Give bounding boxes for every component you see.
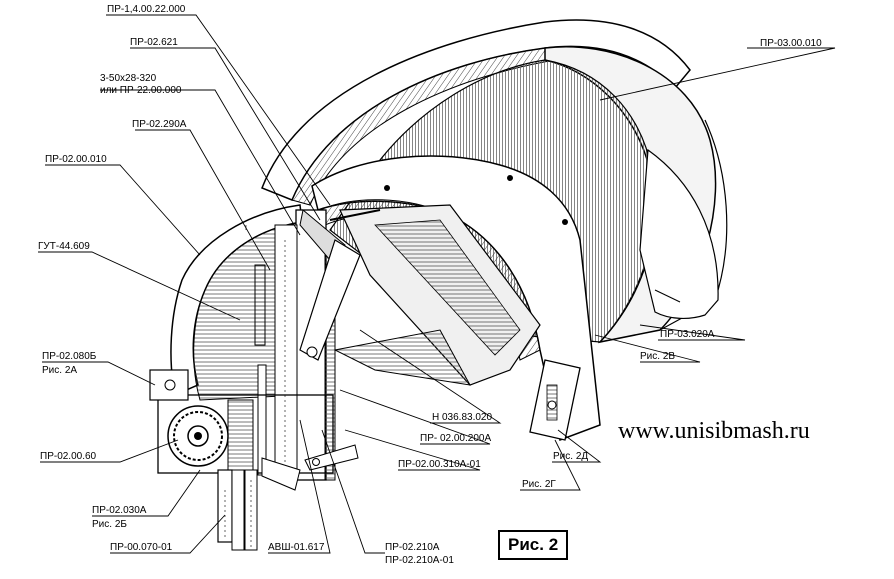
- label-pr-03-00-010: ПР-03.00.010: [760, 38, 822, 49]
- label-bolt-line1: 3-50x28-320: [100, 73, 157, 84]
- label-gut-44-609: ГУТ-44.609: [38, 241, 90, 252]
- label-pr-02-030a: ПР-02.030А: [92, 505, 147, 516]
- hydraulic-cylinders: [299, 209, 381, 361]
- label-pr-02-00-010: ПР-02.00.010: [45, 154, 107, 165]
- label-n-036-83-020: Н 036.83.020: [432, 412, 493, 423]
- right-side-plate: [639, 148, 719, 319]
- label-pr-02-080b: ПР-02.080Б: [42, 351, 97, 362]
- leader-lines: [38, 14, 836, 554]
- inner-chute-block: [333, 204, 541, 386]
- bottom-legs: [217, 457, 301, 551]
- label-ris-2a: Рис. 2А: [42, 365, 78, 376]
- label-avsh-01-617: АВШ-01.617: [268, 542, 325, 553]
- label-pr-1-4-00-22-000: ПР-1,4.00.22.000: [107, 4, 186, 15]
- label-pr-00-070-01: ПР-00.070-01: [110, 542, 173, 553]
- label-pr-02-290a: ПР-02.290А: [132, 119, 187, 130]
- label-pr-02-210a: ПР-02.210А: [385, 542, 440, 553]
- label-ris-2b: Рис. 2Б: [92, 519, 127, 530]
- label-pr-02-00-60: ПР-02.00.60: [40, 451, 97, 462]
- label-pr-02-210a-01: ПР-02.210А-01: [385, 555, 454, 566]
- label-pr-02-621: ПР-02.621: [130, 37, 178, 48]
- gear-wheel: [167, 405, 229, 467]
- figure-caption: Рис. 2: [498, 530, 569, 560]
- website-url: www.unisibmash.ru: [618, 418, 810, 444]
- label-ris-2g: Рис. 2Г: [522, 479, 556, 490]
- label-pr-02-00-200a: ПР- 02.00.200А: [420, 433, 492, 444]
- label-pr-03-020a: ПР-03.020А: [660, 329, 715, 340]
- label-bolt-line2: или ПР-22.00.000: [100, 85, 182, 96]
- label-pr-02-00-310a-01: ПР-02.00.310А-01: [398, 459, 481, 470]
- vertical-frame: [254, 209, 336, 481]
- label-ris-2d: Рис. 2Д: [553, 451, 589, 462]
- bottom-base-frame: [149, 369, 334, 474]
- label-ris-2v: Рис. 2В: [640, 351, 676, 362]
